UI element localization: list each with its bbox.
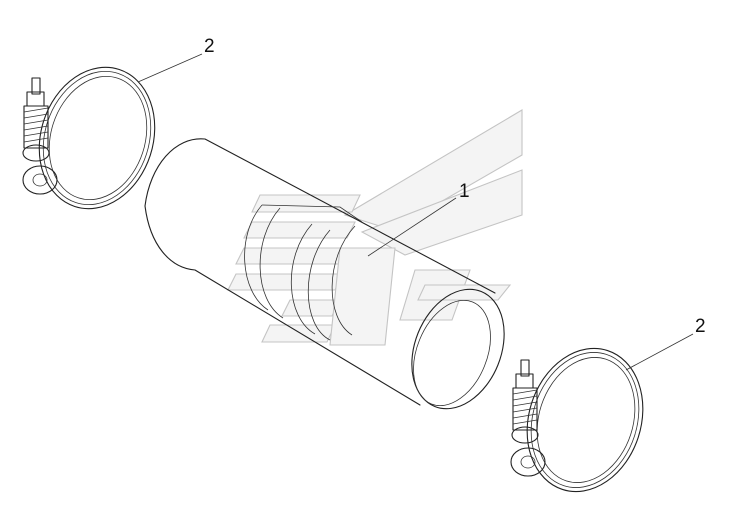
- leader-line-1: [367, 197, 457, 257]
- callout-2-lower: 2: [695, 316, 706, 337]
- brand-watermark: [227, 109, 523, 346]
- callout-2-upper: 2: [204, 36, 215, 57]
- clamp-lower-part: [510, 347, 644, 493]
- clamp-upper-part: [22, 66, 156, 210]
- hose-part: [144, 138, 505, 410]
- leader-line-2-lower: [625, 333, 694, 371]
- leader-line-2-upper: [137, 53, 203, 83]
- callout-1: 1: [459, 181, 470, 202]
